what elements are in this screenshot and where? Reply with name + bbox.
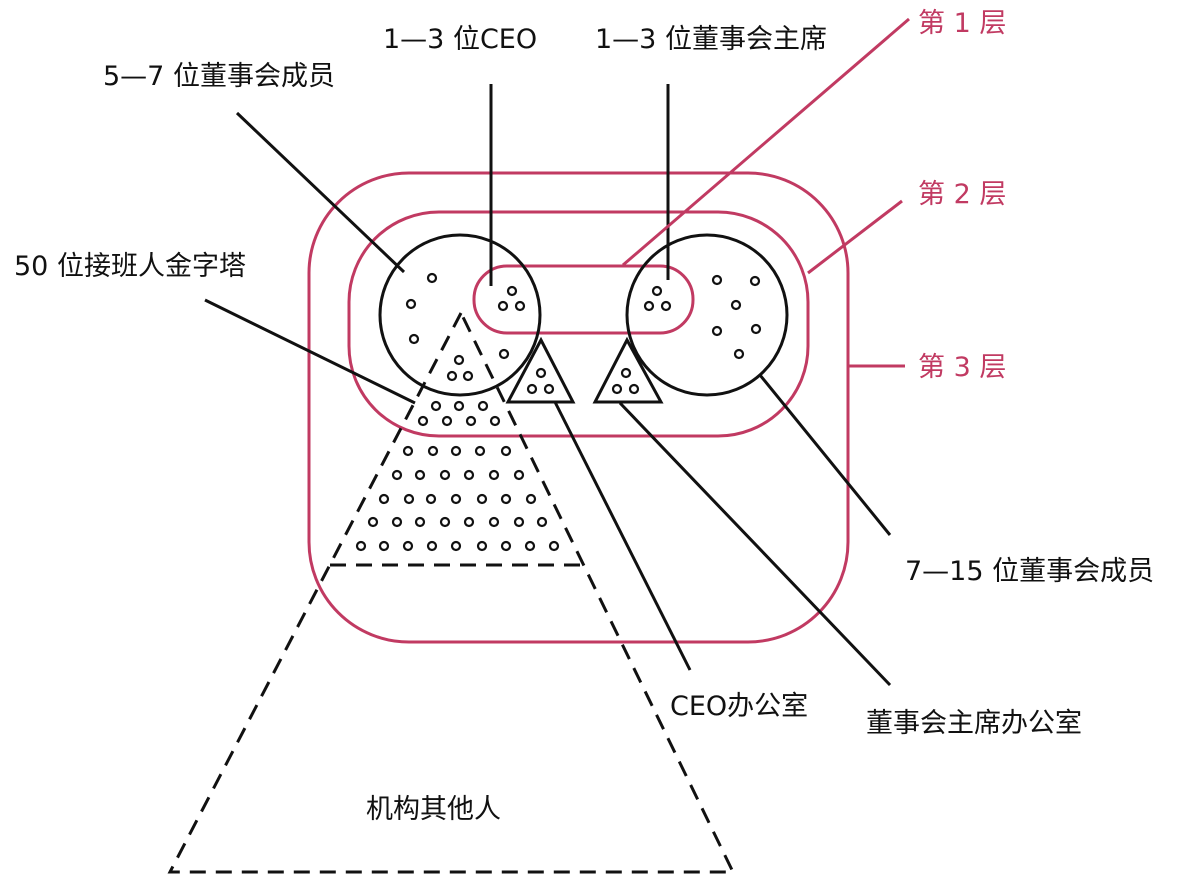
person-dot — [414, 469, 426, 481]
person-dot — [405, 298, 417, 310]
label-ceo: 1—3 位CEO — [383, 24, 537, 55]
board-circle-left — [378, 233, 542, 397]
person-dot — [463, 469, 475, 481]
person-dot — [417, 415, 429, 427]
person-dot — [514, 300, 526, 312]
person-dot — [489, 415, 501, 427]
person-dot — [620, 367, 632, 379]
label-pyramid-50: 50 位接班人金字塔 — [14, 251, 246, 282]
person-dot — [643, 300, 655, 312]
person-dot — [749, 275, 761, 287]
person-dot — [463, 516, 475, 528]
others-pyramid — [167, 309, 736, 874]
person-dot — [426, 540, 438, 552]
person-dot — [524, 540, 536, 552]
person-dot — [430, 400, 442, 412]
person-dot — [367, 516, 379, 528]
person-dot — [427, 445, 439, 457]
leader-chair-office — [618, 401, 892, 687]
person-dot — [660, 300, 672, 312]
label-chair: 1—3 位董事会主席 — [595, 24, 827, 55]
person-dot — [536, 516, 548, 528]
person-dot — [477, 400, 489, 412]
person-dot — [500, 445, 512, 457]
person-dot — [750, 323, 762, 335]
leader-board-5-7 — [235, 111, 406, 274]
layer-1-boundary — [472, 264, 695, 335]
person-dot — [535, 367, 547, 379]
person-dot — [391, 516, 403, 528]
person-dot — [500, 540, 512, 552]
person-dot — [403, 493, 415, 505]
person-dot — [408, 333, 420, 345]
person-dot — [611, 383, 623, 395]
layer-3-boundary — [307, 171, 850, 644]
person-dot — [711, 325, 723, 337]
person-dot — [439, 469, 451, 481]
person-dot — [378, 493, 390, 505]
person-dot — [506, 285, 518, 297]
person-dot — [500, 493, 512, 505]
person-dot — [476, 540, 488, 552]
leader-pyramid-50 — [204, 298, 416, 405]
person-dot — [474, 445, 486, 457]
label-others: 机构其他人 — [366, 794, 501, 825]
people-dots — [355, 272, 762, 552]
person-dot — [513, 469, 525, 481]
person-dot — [497, 300, 509, 312]
person-dot — [651, 285, 663, 297]
person-dot — [391, 469, 403, 481]
person-dot — [355, 540, 367, 552]
person-dot — [426, 272, 438, 284]
person-dot — [548, 540, 560, 552]
person-dot — [414, 516, 426, 528]
person-dot — [453, 354, 465, 366]
leader-board-7-15 — [758, 374, 892, 536]
person-dot — [488, 516, 500, 528]
person-dot — [450, 540, 462, 552]
label-layer-3: 第 3 层 — [918, 352, 1006, 383]
person-dot — [450, 445, 462, 457]
person-dot — [498, 348, 510, 360]
person-dot — [476, 493, 488, 505]
person-dot — [462, 370, 474, 382]
label-layer-1: 第 1 层 — [918, 8, 1006, 39]
label-chair-office: 董事会主席办公室 — [866, 708, 1082, 739]
person-dot — [378, 540, 390, 552]
label-layer-2: 第 2 层 — [918, 179, 1006, 210]
person-dot — [446, 370, 458, 382]
person-dot — [465, 415, 477, 427]
person-dot — [439, 516, 451, 528]
person-dot — [488, 469, 500, 481]
label-board-5-7: 5—7 位董事会成员 — [103, 61, 335, 92]
label-board-7-15: 7—15 位董事会成员 — [905, 556, 1154, 587]
person-dot — [402, 540, 414, 552]
person-dot — [450, 493, 462, 505]
person-dot — [513, 516, 525, 528]
person-dot — [441, 415, 453, 427]
person-dot — [628, 383, 640, 395]
person-dot — [730, 299, 742, 311]
leader-layer-2 — [807, 199, 903, 275]
layer-2-boundary — [347, 210, 810, 438]
label-ceo-office: CEO办公室 — [670, 691, 808, 722]
person-dot — [733, 348, 745, 360]
leader-layer-1 — [622, 17, 910, 267]
person-dot — [525, 493, 537, 505]
person-dot — [543, 383, 555, 395]
person-dot — [453, 400, 465, 412]
person-dot — [402, 445, 414, 457]
board-circle-right — [625, 233, 789, 397]
person-dot — [711, 274, 723, 286]
leader-ceo-office — [553, 401, 692, 671]
person-dot — [526, 383, 538, 395]
person-dot — [425, 493, 437, 505]
